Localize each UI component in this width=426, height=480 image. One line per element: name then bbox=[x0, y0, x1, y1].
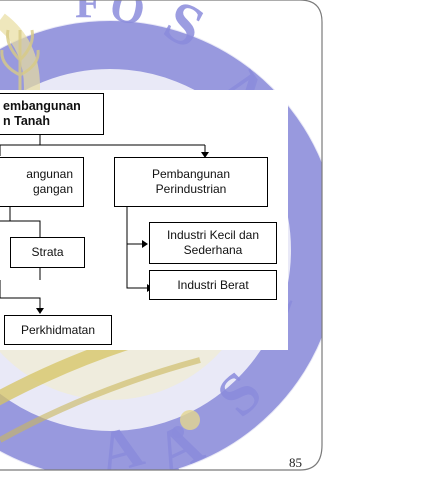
page-number: 85 bbox=[289, 455, 302, 470]
industry-line2: Perindustrian bbox=[155, 182, 227, 196]
services-label: Perkhidmatan bbox=[20, 322, 96, 337]
left-partial-box: angunan gangan bbox=[0, 157, 84, 207]
left-partial-line2: gangan bbox=[32, 182, 73, 196]
root-box-line2: n Tanah bbox=[3, 114, 50, 128]
small-industry-line1: Industri Kecil dan bbox=[166, 228, 260, 242]
left-partial-line1: angunan bbox=[26, 167, 73, 181]
industry-box: Pembangunan Perindustrian bbox=[114, 157, 268, 207]
small-industry-line2: Sederhana bbox=[183, 243, 243, 257]
strata-label: Strata bbox=[31, 245, 64, 259]
heavy-industry-label: Industri Berat bbox=[177, 277, 249, 292]
root-box: embangunan n Tanah bbox=[0, 93, 104, 135]
svg-text:F: F bbox=[75, 0, 102, 27]
small-industry-box: Industri Kecil dan Sederhana bbox=[149, 222, 277, 264]
root-box-line1: embangunan bbox=[3, 99, 81, 113]
services-box: Perkhidmatan bbox=[4, 315, 112, 345]
industry-line1: Pembangunan bbox=[151, 167, 231, 181]
heavy-industry-box: Industri Berat bbox=[149, 270, 277, 300]
strata-box: Strata bbox=[10, 237, 85, 268]
